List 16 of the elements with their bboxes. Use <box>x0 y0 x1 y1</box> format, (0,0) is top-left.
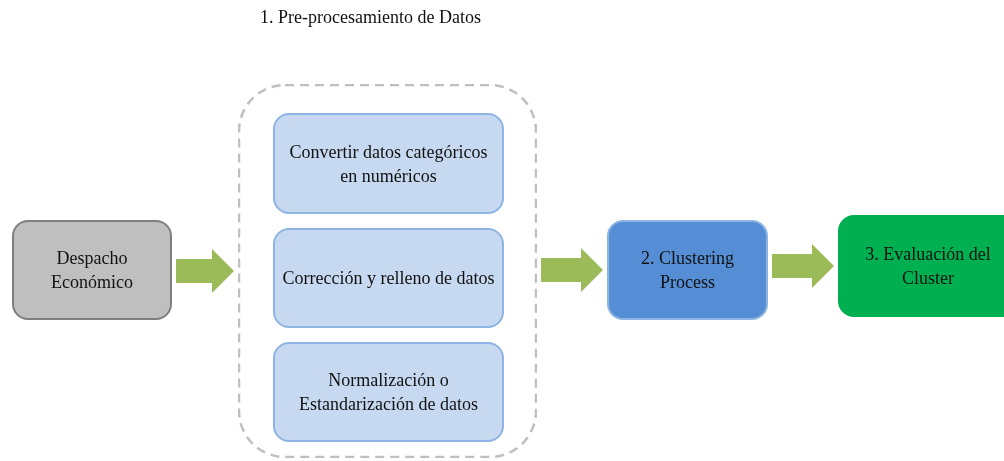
node-label: 2. Clustering Process <box>640 247 735 294</box>
node-label: Convertir datos categóricos en numéricos <box>288 140 489 188</box>
group-heading: 1. Pre-procesamiento de Datos <box>260 6 482 29</box>
node-label: Despacho Económico <box>50 247 134 294</box>
node-label: Normalización o Estandarización de datos <box>298 369 479 416</box>
process-box <box>273 228 504 328</box>
process-box <box>12 220 172 320</box>
block-arrow <box>772 244 834 288</box>
block-arrow <box>541 248 603 292</box>
node-label: Corrección y relleno de datos <box>281 267 496 290</box>
process-box <box>273 113 504 214</box>
process-box <box>273 342 504 442</box>
process-box <box>607 220 768 320</box>
node-label: 3. Evaluación del Cluster <box>864 243 992 290</box>
block-arrow <box>176 249 234 293</box>
process-box <box>838 215 1004 317</box>
